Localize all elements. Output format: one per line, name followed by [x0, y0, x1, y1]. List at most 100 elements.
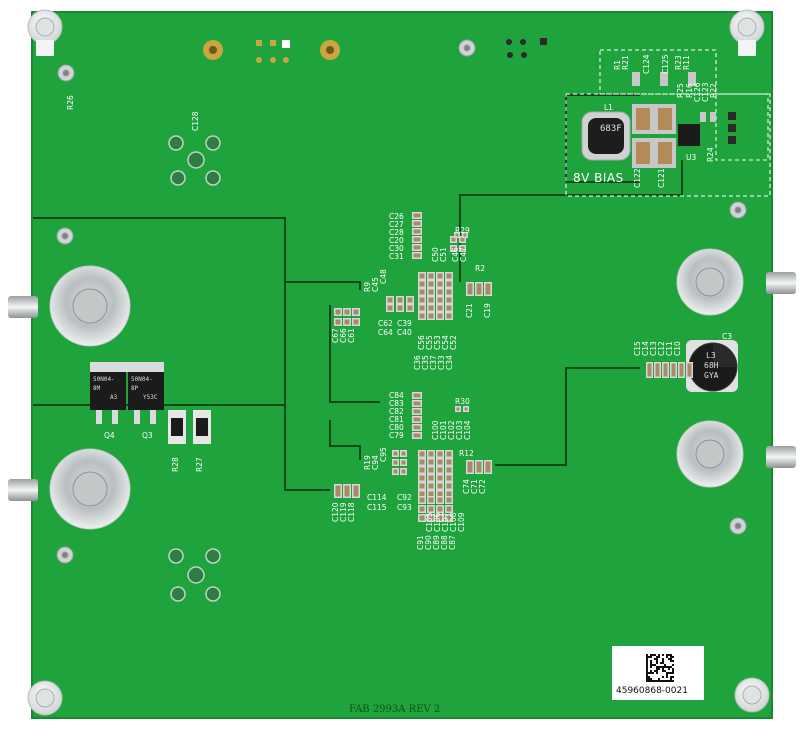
datamatrix-module: [666, 674, 668, 676]
smd-cap-body: [401, 451, 406, 456]
label-r2: R2: [475, 264, 485, 273]
label-c52: C52: [449, 335, 458, 350]
datamatrix-module: [666, 654, 668, 656]
label-c62: C62: [378, 319, 393, 328]
datamatrix-module: [650, 660, 652, 662]
label-c47: C47: [459, 247, 468, 262]
datamatrix-module: [666, 656, 668, 658]
smd-cap-body: [419, 467, 425, 473]
label-c34: C34: [445, 355, 454, 370]
datamatrix-module: [656, 672, 658, 674]
smd-cap-body: [437, 483, 443, 489]
smd-cap-body: [464, 407, 468, 411]
smd-cap-body: [428, 273, 434, 279]
smd-cap-body: [413, 253, 421, 258]
datamatrix-module: [664, 666, 666, 668]
datamatrix-module: [648, 672, 650, 674]
label-r25: R25: [676, 83, 685, 98]
smd-cap-body: [428, 475, 434, 481]
datamatrix-module: [668, 672, 670, 674]
smd-cap-body: [335, 485, 341, 497]
smd-cap-body: [456, 407, 460, 411]
smd-cap-body: [413, 245, 421, 250]
datamatrix-module: [654, 680, 656, 682]
mosfets: [90, 362, 164, 424]
smd-cap-body: [344, 309, 350, 315]
smd-cap-body: [419, 313, 425, 319]
label-q3: Q3: [142, 431, 153, 440]
label-c30: C30: [389, 244, 404, 253]
datamatrix-module: [648, 656, 650, 658]
datamatrix-module: [650, 680, 652, 682]
datamatrix-module: [670, 654, 672, 656]
datamatrix-module: [658, 654, 660, 656]
smd-cap-body: [428, 451, 434, 457]
datamatrix-module: [646, 658, 648, 660]
smd-cap-body: [446, 305, 452, 311]
datamatrix-module: [658, 680, 660, 682]
datamatrix-module: [656, 662, 658, 664]
label-l1: L1: [604, 103, 613, 112]
label-c31: C31: [389, 252, 404, 261]
datamatrix-module: [652, 672, 654, 674]
smd-cap-body: [446, 313, 452, 319]
smd-cap-body: [397, 305, 403, 311]
smd-cap-body: [446, 497, 452, 503]
label-c84: C84: [389, 391, 404, 400]
smd-cap-body: [428, 459, 434, 465]
datamatrix-module: [662, 668, 664, 670]
label-c118: C118: [347, 502, 356, 522]
smd-cap-body: [460, 237, 465, 242]
label-c93: C93: [397, 503, 412, 512]
smd-cap-body: [419, 483, 425, 489]
standoffs: [27, 9, 770, 716]
datamatrix-module: [672, 656, 674, 658]
smd-cap-body: [428, 289, 434, 295]
datamatrix-module: [670, 660, 672, 662]
datamatrix-module: [650, 662, 652, 664]
smd-cap-body: [413, 229, 421, 234]
datamatrix-module: [654, 654, 656, 656]
label-c19: C19: [483, 303, 492, 318]
datamatrix-module: [670, 658, 672, 660]
smd-cap-body: [413, 433, 421, 438]
smd-cap-body: [428, 483, 434, 489]
smd-cap-body: [413, 409, 421, 414]
label-r11: R11: [682, 55, 691, 70]
datamatrix-module: [660, 666, 662, 668]
label-c26: C26: [389, 212, 404, 221]
label-c80: C80: [389, 423, 404, 432]
smd-cap-body: [687, 363, 692, 377]
smd-capacitor-arrays: [334, 212, 693, 522]
label-c21: C21: [465, 303, 474, 318]
label-r26: R26: [66, 95, 75, 110]
datamatrix-module: [662, 662, 664, 664]
smd-cap-body: [419, 297, 425, 303]
fab-text: FAB 2993A REV 2: [349, 704, 441, 715]
label-c81: C81: [389, 415, 404, 424]
datamatrix-module: [668, 668, 670, 670]
smd-cap-body: [428, 467, 434, 473]
label-r22: R22: [709, 83, 718, 98]
smd-cap-body: [437, 459, 443, 465]
datamatrix-module: [646, 654, 648, 656]
datamatrix-module: [672, 668, 674, 670]
serial-number: 45960868-0021: [616, 686, 688, 696]
smd-cap-body: [419, 451, 425, 457]
smd-cap-body: [446, 459, 452, 465]
label-c10: C10: [673, 341, 682, 356]
datamatrix-code: [646, 654, 674, 682]
label-c51: C51: [439, 247, 448, 262]
label-c61: C61: [347, 328, 356, 343]
smd-cap-body: [344, 319, 350, 325]
datamatrix-module: [662, 666, 664, 668]
datamatrix-module: [656, 680, 658, 682]
smd-cap-body: [428, 515, 434, 521]
smd-cap-body: [446, 491, 452, 497]
smd-cap-body: [428, 313, 434, 319]
datamatrix-module: [646, 678, 648, 680]
label-c104: C104: [463, 420, 472, 440]
power-terminals: [49, 248, 744, 530]
datamatrix-module: [646, 664, 648, 666]
